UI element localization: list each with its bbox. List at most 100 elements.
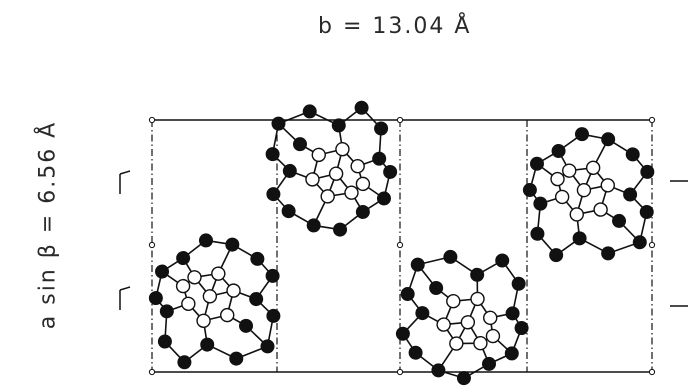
boron-atom (446, 294, 461, 309)
boron-atom (585, 160, 601, 176)
hydrogen-atom (410, 257, 425, 272)
hydrogen-atom (639, 204, 654, 219)
hydrogen-atom (482, 356, 497, 371)
boron-atom (211, 266, 226, 281)
hydrogen-atom (551, 144, 566, 159)
boron-atom (181, 296, 196, 312)
hydrogen-atom (372, 151, 387, 166)
hydrogen-atom (176, 251, 191, 266)
hydrogen-atom (374, 121, 389, 136)
hydrogen-atom (265, 268, 280, 283)
hydrogen-atom (292, 137, 307, 152)
hydrogen-atom (456, 371, 471, 386)
boron-atom (554, 189, 570, 205)
hydrogen-atom (159, 304, 174, 319)
hydrogen-atom (514, 321, 529, 336)
boron-atom (220, 307, 235, 323)
boron-atom (196, 313, 211, 328)
hydrogen-atom (354, 100, 369, 115)
inversion-center-marker (648, 241, 656, 249)
boron-atom (305, 172, 320, 187)
boron-atom (175, 278, 191, 294)
inversion-center-marker (148, 241, 156, 249)
hydrogen-atom (601, 132, 616, 147)
inversion-center-marker (396, 241, 404, 249)
screw-axis-symbol (119, 286, 131, 310)
screw-axis-barb (119, 170, 131, 175)
b-axis-label: b = 13.04 Å (318, 14, 472, 39)
hydrogen-atom (443, 249, 458, 264)
boron-atom (311, 147, 326, 163)
hydrogen-atom (549, 248, 564, 263)
hydrogen-atom (572, 231, 587, 246)
hydrogen-atom (177, 355, 192, 370)
hydrogen-atom (625, 147, 640, 162)
hydrogen-atom (400, 287, 415, 302)
inversion-center-marker (148, 368, 156, 376)
inversion-center-marker (648, 116, 656, 124)
hydrogen-atom (333, 222, 348, 237)
boron-atom (226, 283, 241, 298)
hydrogen-atom (530, 226, 545, 241)
boron-atom (344, 185, 359, 200)
boron-atom (483, 310, 498, 326)
boron-atom (187, 270, 202, 285)
boron-atom (562, 163, 577, 178)
boron-atom (473, 336, 488, 351)
hydrogen-atom (533, 196, 548, 211)
boron-atom (436, 317, 451, 332)
screw-axis-symbol (119, 170, 131, 194)
hydrogen-atom (281, 204, 296, 219)
boron-atom (550, 171, 565, 187)
molecule-upper-right (522, 127, 655, 263)
hydrogen-atom (229, 351, 244, 366)
molecule-lower-center (395, 249, 529, 386)
hydrogen-atom (408, 345, 423, 360)
hydrogen-atom (266, 187, 281, 202)
hydrogen-atom (200, 337, 215, 352)
hydrogen-atom (250, 251, 265, 266)
boron-atom (335, 142, 350, 157)
boron-atom (328, 166, 344, 181)
hydrogen-atom (198, 233, 213, 248)
boron-atom (449, 336, 464, 351)
hydrogen-atom (601, 246, 616, 261)
hydrogen-atom (522, 183, 537, 198)
hydrogen-atom (383, 164, 398, 179)
hydrogen-atom (355, 204, 370, 219)
hydrogen-atom (306, 218, 321, 233)
hydrogen-atom (395, 326, 410, 341)
hydrogen-atom (376, 191, 391, 206)
hydrogen-atom (504, 346, 519, 361)
hydrogen-atom (331, 118, 346, 133)
screw-axis-barb (119, 286, 131, 291)
molecule-lower-left (148, 233, 281, 370)
boron-atom (485, 328, 501, 344)
hydrogen-atom (266, 308, 281, 323)
hydrogen-atom (429, 280, 444, 295)
hydrogen-atom (155, 264, 170, 279)
inversion-center-marker (648, 368, 656, 376)
hydrogen-atom (265, 147, 280, 162)
hydrogen-atom (612, 213, 627, 228)
hydrogen-atom (302, 104, 317, 119)
molecule-upper-left (265, 100, 398, 237)
hydrogen-atom (505, 306, 520, 321)
hydrogen-atom (495, 253, 510, 268)
boron-atom (320, 189, 335, 204)
boron-atom (600, 178, 615, 193)
hydrogen-atom (632, 235, 647, 250)
hydrogen-atom (574, 127, 589, 142)
inversion-center-marker (396, 116, 404, 124)
inversion-center-marker (396, 368, 404, 376)
hydrogen-atom (640, 164, 655, 179)
inversion-center-marker (148, 116, 156, 124)
boron-atom (470, 291, 485, 307)
boron-atom (202, 289, 218, 304)
hydrogen-atom (415, 306, 430, 321)
hydrogen-atom (260, 339, 275, 354)
hydrogen-atom (431, 363, 446, 378)
hydrogen-atom (225, 237, 240, 252)
boron-atom (569, 207, 584, 222)
